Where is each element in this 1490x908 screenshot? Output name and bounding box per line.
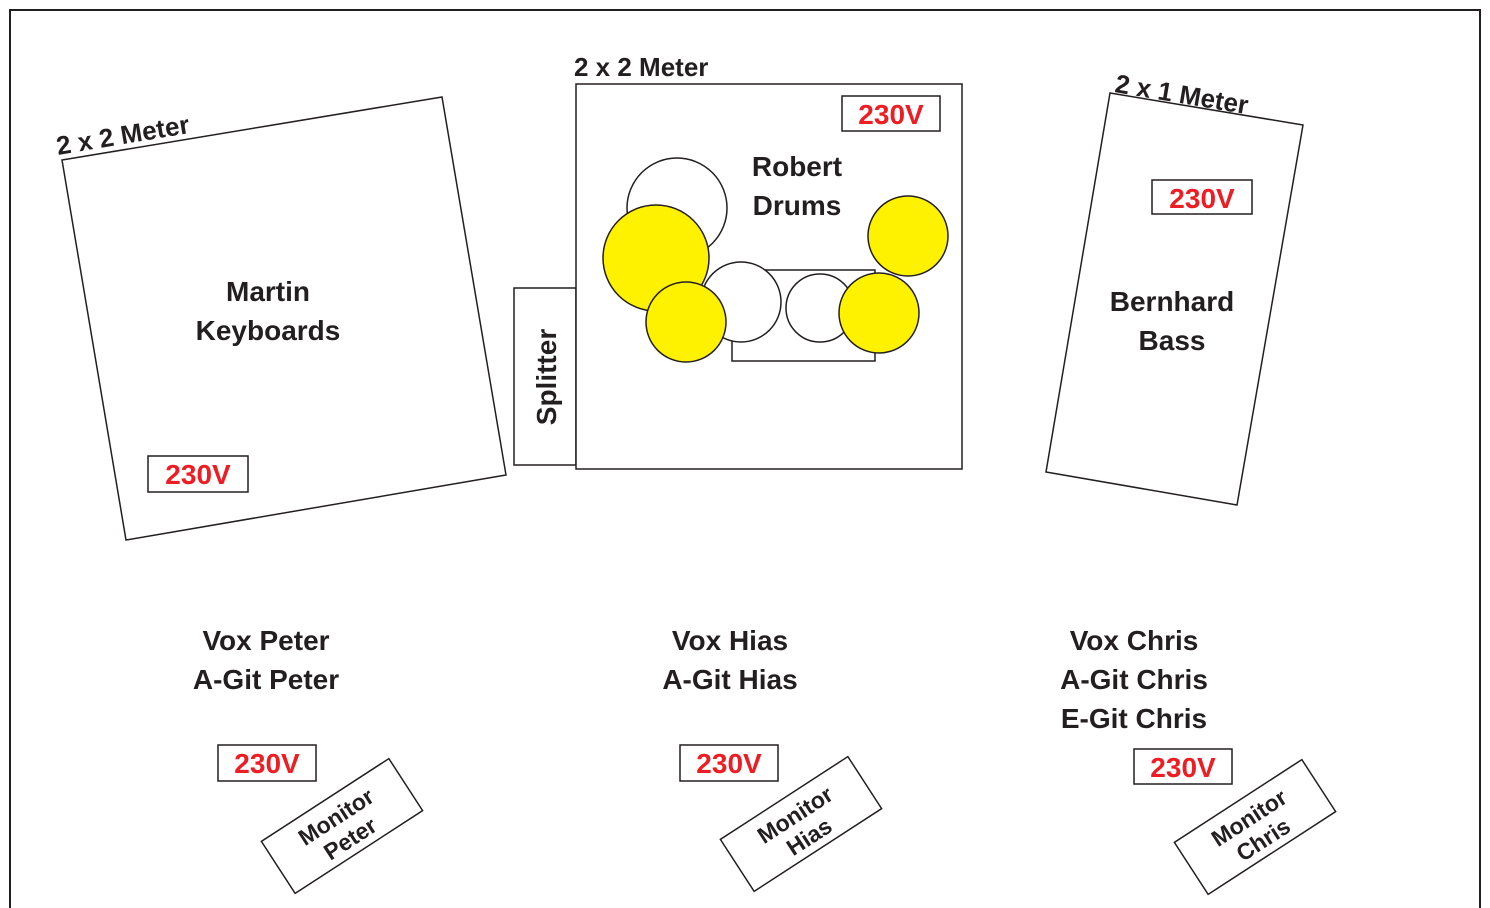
monitor-wedge <box>719 755 883 893</box>
drum-kit <box>602 157 949 363</box>
channel-label: A-Git Peter <box>193 664 339 695</box>
channel-label: Vox Chris <box>1070 625 1199 656</box>
power-badge-box <box>1133 748 1233 785</box>
channel-label: E-Git Chris <box>1061 703 1207 734</box>
hias-power-badge: 230V <box>679 744 779 782</box>
peter-power-badge: 230V <box>217 744 317 782</box>
splitter-label: Splitter <box>531 329 562 426</box>
drum-power-badge: 230V <box>841 95 941 132</box>
bass-musician-label: Bernhard <box>1110 286 1234 317</box>
power-badge-label: 230V <box>1150 752 1216 783</box>
power-badge-box <box>147 455 249 493</box>
keyboard-power-badge: 230V <box>147 455 249 493</box>
drum-kit-cymbal <box>838 272 920 354</box>
chris-power-badge: 230V <box>1133 748 1233 785</box>
drum-riser: 2 x 2 Meter Robert Drums 230V <box>574 52 963 470</box>
channel-label: Vox Peter <box>202 625 329 656</box>
bass-power-badge: 230V <box>1151 179 1253 215</box>
power-badge-box <box>679 744 779 782</box>
power-badge-label: 230V <box>234 748 300 779</box>
front-position-hias: Vox Hias A-Git Hias 230V Monitor Hias <box>662 625 883 893</box>
splitter-box <box>513 287 577 466</box>
monitor-wedge <box>260 757 424 895</box>
monitor-hias: Monitor Hias <box>719 755 883 893</box>
power-badge-box <box>217 744 317 782</box>
monitor-wedge <box>1173 758 1337 896</box>
stage-outline <box>9 9 1481 908</box>
keyboard-riser-outline <box>61 96 507 541</box>
front-position-chris: Vox Chris A-Git Chris E-Git Chris 230V M… <box>1060 625 1337 896</box>
drum-musician-label: Robert <box>752 151 842 182</box>
bass-instrument-label: Bass <box>1139 325 1206 356</box>
drum-riser-size: 2 x 2 Meter <box>574 52 708 82</box>
channel-label: A-Git Chris <box>1060 664 1208 695</box>
monitor-chris: Monitor Chris <box>1173 758 1337 896</box>
drum-kit-cymbal <box>645 281 727 363</box>
splitter: Splitter <box>513 287 577 466</box>
keyboard-instrument-label: Keyboards <box>196 315 341 346</box>
bass-riser: 2 x 1 Meter Bernhard Bass 230V <box>1045 68 1304 506</box>
power-badge-box <box>1151 179 1253 215</box>
power-badge-label: 230V <box>1169 183 1235 214</box>
power-badge-box <box>841 95 941 132</box>
power-badge-label: 230V <box>165 459 231 490</box>
channel-label: A-Git Hias <box>662 664 797 695</box>
front-position-peter: Vox Peter A-Git Peter 230V Monitor Peter <box>193 625 424 895</box>
keyboard-riser: 2 x 2 Meter Martin Keyboards 230V <box>54 96 507 541</box>
drum-instrument-label: Drums <box>753 190 842 221</box>
keyboard-musician-label: Martin <box>226 276 310 307</box>
power-badge-label: 230V <box>858 99 924 130</box>
drum-kit-cymbal <box>867 195 949 277</box>
power-badge-label: 230V <box>696 748 762 779</box>
channel-label: Vox Hias <box>672 625 788 656</box>
